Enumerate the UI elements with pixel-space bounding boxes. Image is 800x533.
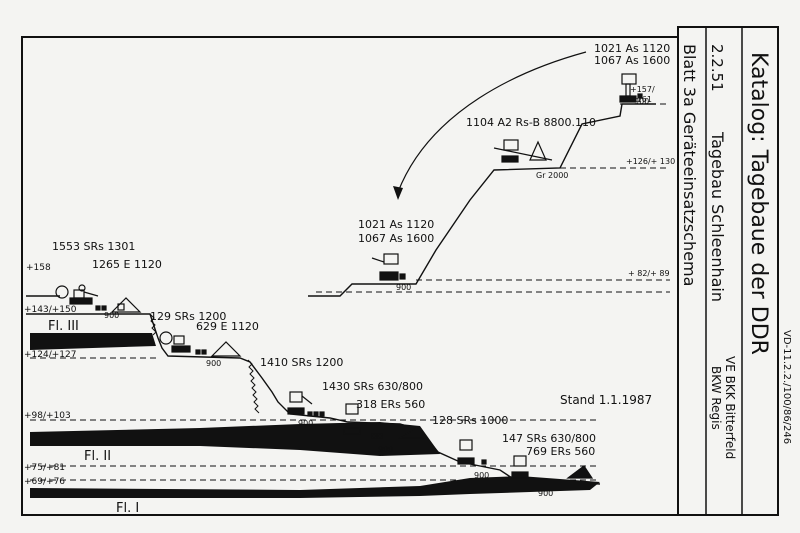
equip-129: 129 SRs 1200 [150,310,226,323]
terrain-profile-right [308,103,656,297]
level-143: +143/+150 [24,305,77,315]
equip-769: 769 ERs 560 [526,445,595,458]
equip-1067-mid: 1067 As 1600 [358,232,434,245]
seam-band-2 [30,422,440,456]
gauge-7: 900 [396,283,411,292]
gauge-6: 900 [538,489,553,498]
gauge-gr2000: Gr 2000 [536,171,568,180]
level-98: +98/+103 [24,411,71,421]
equip-1265: 1265 E 1120 [92,258,162,271]
equip-1553: 1553 SRs 1301 [52,240,135,253]
gauge-4: 900 [378,445,393,454]
excavator-icons-left [55,284,594,479]
level-126: +126/+ 130 [626,157,675,166]
catalog-title: Katalog: Tagebaue der DDR [746,52,771,355]
seam-label-2: Fl. II [84,449,111,464]
excavator-icons-right [371,73,643,281]
seam-label-1: Fl. I [116,501,139,516]
equip-1067-top: 1067 As 1600 [594,54,670,67]
level-157: +157/ [630,85,655,94]
catalog-number: 2.2.51 [708,44,726,92]
level-161: +161 [630,95,652,104]
seam-band-3 [30,333,156,350]
equip-318: 318 ERs 560 [356,398,425,411]
gauge-5: 900 [474,471,489,480]
gauge-1: 900 [104,311,119,320]
equip-1021-mid: 1021 As 1120 [358,218,434,231]
company-line-2: BKW Regis [709,366,723,430]
level-69: +69/+76 [24,477,65,487]
sheet-title: Blatt 3a Geräteeinsatzschema [680,44,699,286]
return-arrow [397,51,587,193]
equip-147: 147 SRs 630/800 [502,432,596,445]
return-arrow-head [393,186,403,200]
archive-code: VD-11.2.2./100/86/246 [781,330,792,444]
equip-1410: 1410 SRs 1200 [260,356,343,369]
gauge-8: 900 [634,97,649,106]
level-158: +158 [26,263,51,273]
level-75: +75/+81 [24,463,65,473]
gauge-3: 900 [298,419,313,428]
equip-1430: 1430 SRs 630/800 [322,380,423,393]
level-82: + 82/+ 89 [628,269,670,278]
dashed-level-lines-left [30,357,600,481]
company-line-1: VE BKK Bitterfeld [723,356,737,459]
stand-date: Stand 1.1.1987 [560,393,652,407]
header-panel [677,26,779,516]
equip-629: 629 E 1120 [196,320,259,333]
equip-1104: 1104 A2 Rs-B 8800.110 [466,116,596,129]
dashed-level-lines-right [316,103,670,293]
gauge-2: 900 [206,359,221,368]
mine-name: Tagebau Schleenhain [708,131,727,302]
equip-128: 128 SRs 1000 [432,414,508,427]
equip-1021-top: 1021 As 1120 [594,42,670,55]
seam-band-1 [30,476,600,498]
seam-label-3: Fl. III [48,319,79,334]
level-124: +124/+127 [24,350,76,360]
